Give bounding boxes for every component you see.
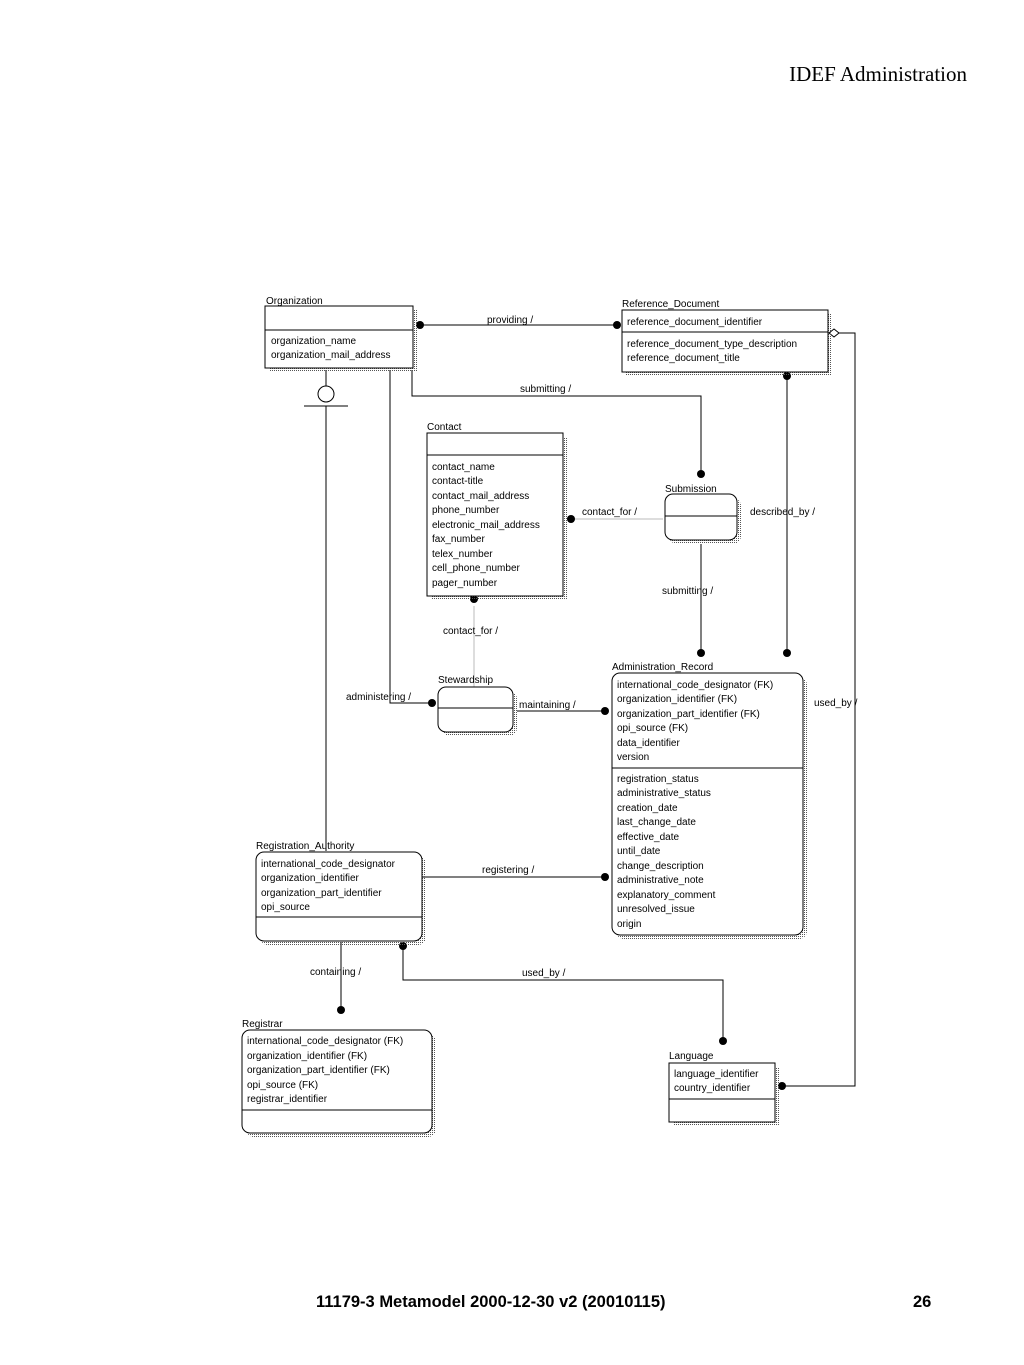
maintaining-dot — [601, 707, 609, 715]
key-attribute: organization_part_identifier (FK) — [617, 709, 760, 720]
attribute: creation_date — [617, 803, 678, 814]
key-attribute: organization_part_identifier (FK) — [247, 1065, 390, 1076]
used-by-dot-2 — [719, 1037, 727, 1045]
attribute: until_date — [617, 846, 661, 857]
attribute: organization_name — [271, 336, 356, 347]
registering-dot — [601, 873, 609, 881]
entity-administration-record: Administration_Record international_code… — [611, 662, 807, 939]
key-attribute: organization_identifier (FK) — [247, 1051, 367, 1062]
attribute: effective_date — [617, 832, 680, 843]
rel-label-used-by-1: used_by / — [814, 698, 858, 709]
entity-stewardship: Stewardship — [437, 675, 517, 736]
key-attribute: international_code_designator — [261, 859, 396, 870]
rel-label-submitting-2: submitting / — [662, 586, 713, 597]
entity-name: Administration_Record — [612, 662, 713, 673]
administering-dot — [428, 699, 436, 707]
entity-reference-document: Reference_Document reference_document_id… — [621, 299, 832, 376]
rel-label-registering: registering / — [482, 865, 534, 876]
attribute: contact_mail_address — [432, 491, 529, 502]
rel-label-containing: containing / — [310, 967, 361, 978]
key-attribute: language_identifier — [674, 1069, 759, 1080]
subtype-circle — [317, 385, 335, 403]
containing-dot — [337, 1006, 345, 1014]
rel-label-contact-for-1: contact_for / — [582, 507, 637, 518]
attribute: reference_document_type_description — [627, 339, 797, 350]
rel-label-described-by: described_by / — [750, 507, 815, 518]
page-footer-document: 11179-3 Metamodel 2000-12-30 v2 (2001011… — [316, 1293, 666, 1311]
rel-label-administering: administering / — [346, 692, 411, 703]
entity-name: Registrar — [242, 1019, 283, 1030]
described-by-dot-end — [783, 649, 791, 657]
key-attribute: reference_document_identifier — [627, 317, 763, 328]
entity-name: Stewardship — [438, 675, 493, 686]
attribute: contact_name — [432, 462, 495, 473]
attribute: reference_document_title — [627, 353, 740, 364]
entity-name: Language — [669, 1051, 714, 1062]
attribute: origin — [617, 919, 641, 930]
rel-label-used-by-2: used_by / — [522, 968, 566, 979]
submitting-dot-1 — [697, 470, 705, 478]
key-attribute: opi_source (FK) — [247, 1080, 318, 1091]
entity-contact: Contact contact_name contact-title conta… — [426, 422, 567, 600]
key-attribute: international_code_designator (FK) — [617, 680, 773, 691]
attribute: electronic_mail_address — [432, 520, 540, 531]
attribute: explanatory_comment — [617, 890, 716, 901]
entity-organization: Organization organization_name organizat… — [264, 296, 417, 372]
entity-language: Language language_identifier country_ide… — [668, 1051, 779, 1126]
key-attribute: version — [617, 752, 649, 763]
attribute: telex_number — [432, 549, 493, 560]
key-attribute: international_code_designator (FK) — [247, 1036, 403, 1047]
attribute: last_change_date — [617, 817, 696, 828]
used-by-line-1 — [782, 332, 856, 1087]
rel-label-providing: providing / — [487, 315, 533, 326]
rel-label-submitting-1: submitting / — [520, 384, 571, 395]
entity-submission: Submission — [664, 484, 741, 544]
page-header-title: IDEF Administration — [789, 62, 967, 86]
key-attribute: opi_source (FK) — [617, 723, 688, 734]
key-attribute: registrar_identifier — [247, 1094, 328, 1105]
entity-name: Organization — [266, 296, 323, 307]
entity-name: Submission — [665, 484, 717, 495]
providing-dot-start — [416, 321, 424, 329]
entity-name: Reference_Document — [622, 299, 719, 310]
attribute: administrative_note — [617, 875, 704, 886]
attribute: phone_number — [432, 505, 500, 516]
key-attribute: organization_part_identifier — [261, 888, 382, 899]
attribute: contact-title — [432, 476, 484, 487]
attribute: change_description — [617, 861, 704, 872]
entity-registration-authority: Registration_Authority international_cod… — [255, 841, 426, 945]
key-attribute: organization_identifier (FK) — [617, 694, 737, 705]
key-attribute: organization_identifier — [261, 873, 360, 884]
submitting-line-1 — [411, 370, 702, 474]
key-attribute: data_identifier — [617, 738, 680, 749]
submitting-dot-2 — [697, 649, 705, 657]
entity-name: Registration_Authority — [256, 841, 354, 852]
rel-label-contact-for-2: contact_for / — [443, 626, 498, 637]
page-number: 26 — [913, 1293, 932, 1311]
entity-registrar: Registrar international_code_designator … — [241, 1019, 436, 1137]
providing-dot-end — [613, 321, 621, 329]
attribute: administrative_status — [617, 788, 711, 799]
entity-name: Contact — [427, 422, 462, 433]
administering-line — [389, 370, 432, 704]
used-by-line-2 — [402, 946, 724, 1041]
attribute: cell_phone_number — [432, 563, 521, 574]
used-by-dot-1 — [778, 1082, 786, 1090]
attribute: fax_number — [432, 534, 485, 545]
attribute: registration_status — [617, 774, 699, 785]
key-attribute: opi_source — [261, 902, 310, 913]
key-attribute: country_identifier — [674, 1083, 751, 1094]
attribute: organization_mail_address — [271, 350, 391, 361]
contact-for-dot-1 — [567, 515, 575, 523]
rel-label-maintaining: maintaining / — [519, 700, 576, 711]
attribute: pager_number — [432, 578, 498, 589]
attribute: unresolved_issue — [617, 904, 695, 915]
